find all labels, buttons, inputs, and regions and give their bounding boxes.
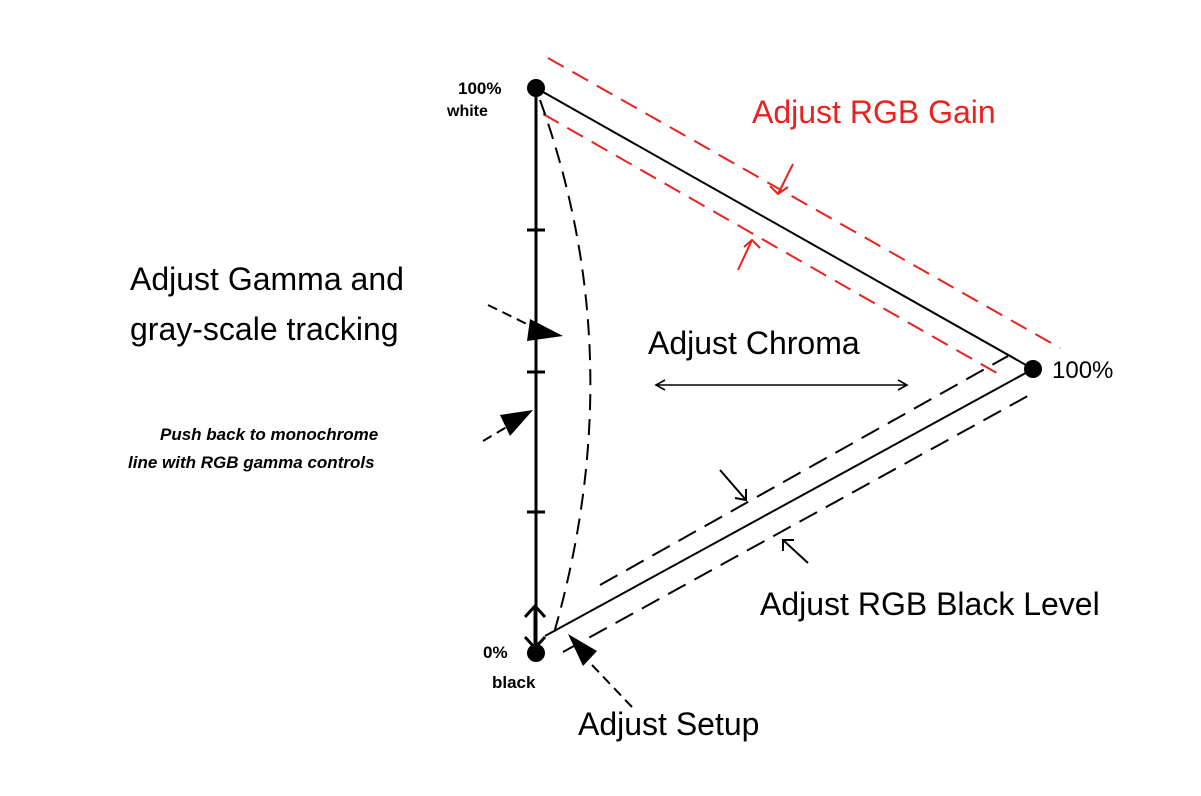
setup-double-arrow (523, 603, 547, 651)
gamma-dashed-curve (539, 99, 592, 641)
white-point-dot (527, 79, 545, 97)
push-label-line1: Push back to monochrome (160, 425, 378, 444)
black-level-arrow-bottom (782, 539, 809, 564)
rgb-gain-label: Adjust RGB Gain (752, 94, 996, 130)
gamma-label-line2: gray-scale tracking (130, 311, 399, 347)
push-pointer-line (482, 424, 511, 442)
setup-pointer-head (568, 634, 597, 666)
black-level-label: Adjust RGB Black Level (760, 586, 1100, 622)
triangle-top-side (535, 87, 1034, 370)
push-label-line2: line with RGB gamma controls (128, 453, 375, 472)
chroma-label: Adjust Chroma (648, 325, 860, 361)
gamma-label-line1: Adjust Gamma and (130, 261, 404, 297)
white-word-label: white (446, 103, 488, 120)
white-pct-label: 100% (458, 79, 501, 98)
black-level-dashed-inner (599, 355, 1009, 586)
black-level-arrow-top (719, 469, 747, 502)
setup-label: Adjust Setup (578, 706, 759, 742)
push-pointer-head (500, 410, 533, 436)
black-word-label: black (492, 673, 536, 692)
gain-dashed-outer (547, 57, 1061, 349)
black-point-dot (527, 644, 545, 662)
gain-arrow-bottom (737, 238, 761, 271)
gamma-pointer-head (527, 319, 563, 341)
gain-dashed-inner (542, 113, 1003, 377)
gain-arrow-top (769, 163, 794, 196)
saturation-point-dot (1024, 360, 1042, 378)
setup-pointer-line (591, 664, 633, 708)
right-pct-label: 100% (1052, 357, 1113, 384)
triangle-bottom-side (544, 368, 1034, 637)
gamma-pointer-line (487, 304, 536, 329)
black-pct-label: 0% (483, 643, 508, 662)
